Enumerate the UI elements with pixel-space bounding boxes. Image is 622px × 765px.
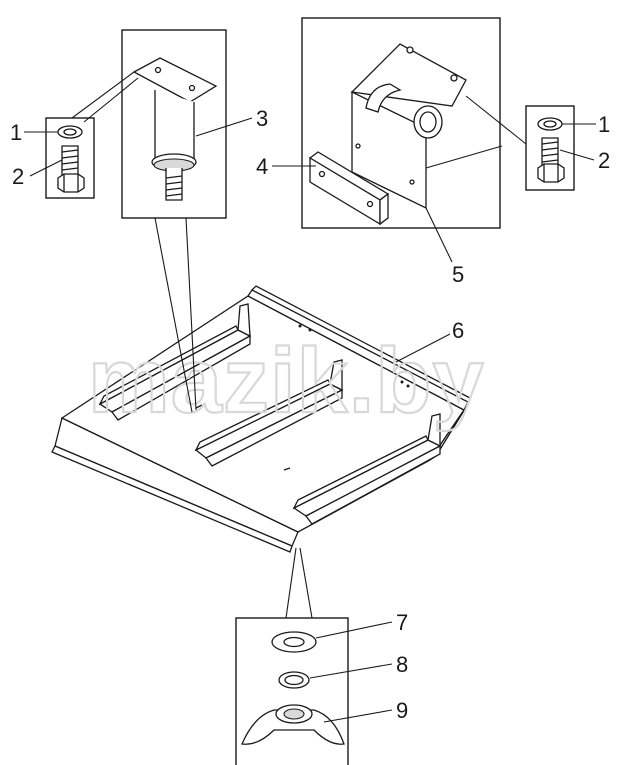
- callout-2-left: 2: [12, 164, 24, 189]
- callout-9: 9: [396, 698, 408, 723]
- watermark: mazik.by: [88, 330, 485, 432]
- callout-1-right: 1: [598, 112, 610, 137]
- tray-assembly: [51, 285, 471, 553]
- callout-5: 5: [452, 262, 464, 287]
- callout-3: 3: [256, 106, 268, 131]
- callout-4: 4: [256, 154, 268, 179]
- callout-1-left: 1: [10, 120, 22, 145]
- callout-8: 8: [396, 652, 408, 677]
- callout-leaders: [24, 117, 596, 723]
- support-post-inset: [121, 29, 227, 413]
- callout-7: 7: [396, 610, 408, 635]
- bracket-inset: [301, 17, 527, 229]
- callout-2-right: 2: [598, 148, 610, 173]
- callout-6: 6: [452, 318, 464, 343]
- fastener-inset-left: [45, 71, 139, 199]
- callout-numbers: 1 2 3 4 5 6 7 8 9 1 2: [10, 106, 610, 723]
- fastener-inset-right: [525, 105, 575, 191]
- wingnut-inset: [235, 547, 349, 765]
